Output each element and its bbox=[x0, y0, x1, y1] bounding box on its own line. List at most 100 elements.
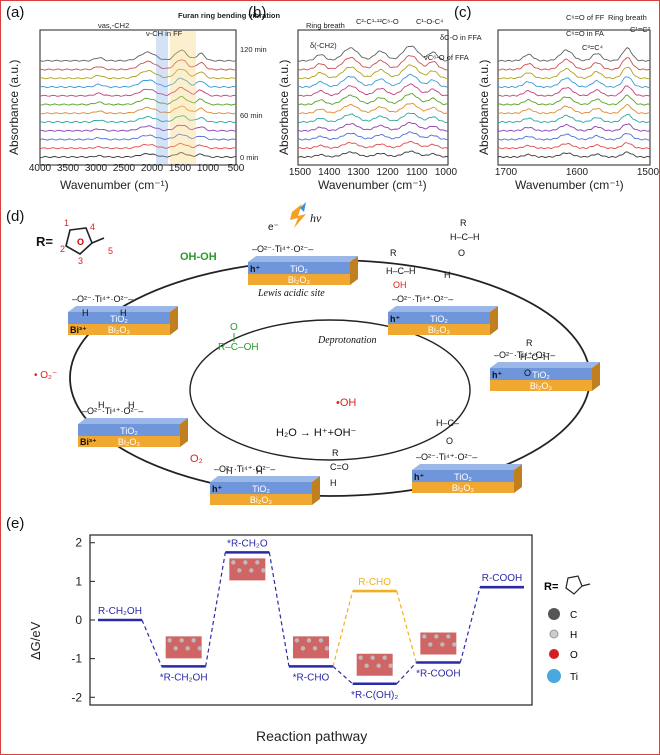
acid-product: R–C–OH bbox=[218, 342, 259, 353]
pb-trace bbox=[298, 102, 449, 115]
bi2o3-layer bbox=[78, 436, 180, 447]
pb-trace bbox=[297, 73, 449, 89]
pb-trace bbox=[297, 140, 449, 150]
bi3-label: Bi³⁺ bbox=[70, 325, 87, 335]
panel-b-ylabel: Absorbance (a.u.) bbox=[277, 60, 291, 155]
tio2-label: TiO₂ bbox=[290, 264, 308, 274]
energy-level-label: R-CH₂OH bbox=[98, 606, 142, 617]
hole-label: h⁺ bbox=[250, 264, 260, 274]
tio2-layer bbox=[490, 368, 592, 380]
ring-num-5: 5 bbox=[108, 246, 113, 256]
light-icon bbox=[290, 202, 306, 228]
legend-c: C bbox=[570, 610, 577, 621]
tick-label: 4000 bbox=[29, 163, 52, 174]
svg-text:O: O bbox=[446, 436, 453, 446]
energy-connector bbox=[459, 587, 481, 663]
surface-o-ti-o-label: –O²⁻·Ti⁴⁺·O²⁻– bbox=[252, 244, 313, 254]
pa-trace bbox=[39, 115, 237, 124]
panel-c-xlabel: Wavenumber (cm⁻¹) bbox=[515, 178, 624, 192]
y-tick-label: -2 bbox=[71, 690, 82, 704]
panel-b-annot-vco: νC⁶-O of FFA bbox=[424, 53, 469, 62]
energy-connector bbox=[205, 552, 226, 667]
atom-dot bbox=[428, 642, 433, 647]
energy-level-label: *R-CH₂OH bbox=[160, 672, 208, 683]
atom-dot bbox=[370, 655, 375, 660]
pc-trace bbox=[497, 67, 651, 80]
furan-ring-icon: O bbox=[65, 227, 105, 255]
panel-d-label: (d) bbox=[6, 208, 25, 225]
panel-b-annot-ch2: δ(-CH2) bbox=[310, 41, 337, 50]
energy-connector-alt bbox=[396, 590, 417, 663]
hole-label: h⁺ bbox=[390, 314, 400, 324]
pc-axes-box bbox=[497, 29, 651, 166]
atom-dot bbox=[173, 646, 178, 651]
atom-dot bbox=[422, 634, 427, 639]
slab-top-face bbox=[210, 476, 320, 482]
panel-a-xlabel: Wavenumber (cm⁻¹) bbox=[60, 178, 169, 192]
pa-trace bbox=[39, 68, 237, 80]
tio2-layer bbox=[78, 424, 180, 436]
tick-label: 1300 bbox=[347, 167, 370, 178]
panel-a-spectra bbox=[39, 29, 237, 166]
legend-h: H bbox=[570, 630, 577, 641]
panel-c-annot-c3c4: C³=C⁴ bbox=[582, 43, 603, 52]
panel-b-xlabel: Wavenumber (cm⁻¹) bbox=[318, 178, 427, 192]
tio2-layer bbox=[248, 262, 350, 274]
atom-dot bbox=[364, 663, 369, 668]
panel-d-mechanism: R= O 1 2 3 4 5 TiO₂Bi₂O₃h⁺–O²⁻·Ti⁴⁺·O²⁻–… bbox=[34, 202, 600, 505]
atom-dot bbox=[312, 646, 318, 651]
svg-text:H–C–: H–C– bbox=[436, 418, 459, 428]
slab-side-face bbox=[312, 476, 320, 505]
y-tick-label: -1 bbox=[71, 652, 82, 666]
panel-b-label: (b) bbox=[248, 4, 267, 21]
pc-trace bbox=[497, 94, 651, 106]
atom-dot bbox=[167, 638, 172, 643]
svg-text:H: H bbox=[444, 270, 451, 280]
tio2-label: TiO₂ bbox=[252, 484, 270, 494]
pa-trace bbox=[39, 152, 237, 159]
pb-trace bbox=[297, 112, 449, 124]
tick-label: 1000 bbox=[197, 163, 220, 174]
atom-dot bbox=[440, 642, 445, 647]
panel-e-ylabel: ΔG/eV bbox=[28, 621, 43, 660]
svg-text:H–C–H: H–C–H bbox=[386, 266, 416, 276]
slab-side-face bbox=[592, 362, 600, 391]
svg-text:O: O bbox=[458, 248, 465, 258]
energy-level-label: *R-C(OH)₂ bbox=[351, 690, 398, 701]
svg-text:O: O bbox=[77, 237, 84, 247]
atom-dot bbox=[434, 634, 439, 639]
legend-r: R= bbox=[544, 581, 558, 593]
svg-text:R: R bbox=[460, 218, 467, 228]
panel-e-energy-chart: -2-1012R-CH₂OH*R-CH₂OH*R-CH₂O*R-CHO*R-C(… bbox=[71, 534, 533, 706]
r-definition: R= bbox=[36, 234, 53, 249]
atom-dot bbox=[446, 634, 451, 639]
panel-b-annot-dco: δC-O in FFA bbox=[440, 33, 482, 42]
atom-dot bbox=[358, 655, 363, 660]
deprotonation-label: Deprotonation bbox=[317, 335, 377, 346]
ring-num-3: 3 bbox=[78, 256, 83, 266]
atom-dot bbox=[306, 638, 312, 643]
atom-dot bbox=[294, 638, 300, 643]
panel-c-annot-ringbreath: Ring breath bbox=[608, 13, 647, 22]
svg-text:R: R bbox=[390, 248, 397, 258]
pc-trace bbox=[497, 133, 651, 141]
tio2-label: TiO₂ bbox=[110, 314, 128, 324]
energy-connector bbox=[332, 665, 354, 685]
atom-dot bbox=[197, 646, 202, 651]
svg-text:R: R bbox=[526, 338, 533, 348]
tio2-label: TiO₂ bbox=[454, 472, 472, 482]
atom-dot bbox=[231, 560, 236, 565]
slab-top-face bbox=[248, 256, 358, 262]
atom-dot bbox=[452, 642, 457, 647]
atom-dot bbox=[376, 663, 381, 668]
highlight-band-yellow bbox=[170, 31, 196, 164]
panel-c-annot-c1c2: C¹=C² bbox=[630, 25, 651, 34]
electron-label: e⁻ bbox=[268, 222, 279, 233]
energy-connector bbox=[396, 662, 417, 685]
panel-c-label: (c) bbox=[454, 4, 472, 21]
panel-c-annot-c6o-ff: C⁶=O of FF bbox=[566, 13, 605, 22]
tio2-layer bbox=[210, 482, 312, 494]
bi2o3-layer bbox=[490, 380, 592, 391]
bi2o3-layer bbox=[210, 494, 312, 505]
slab-side-face bbox=[350, 256, 358, 285]
